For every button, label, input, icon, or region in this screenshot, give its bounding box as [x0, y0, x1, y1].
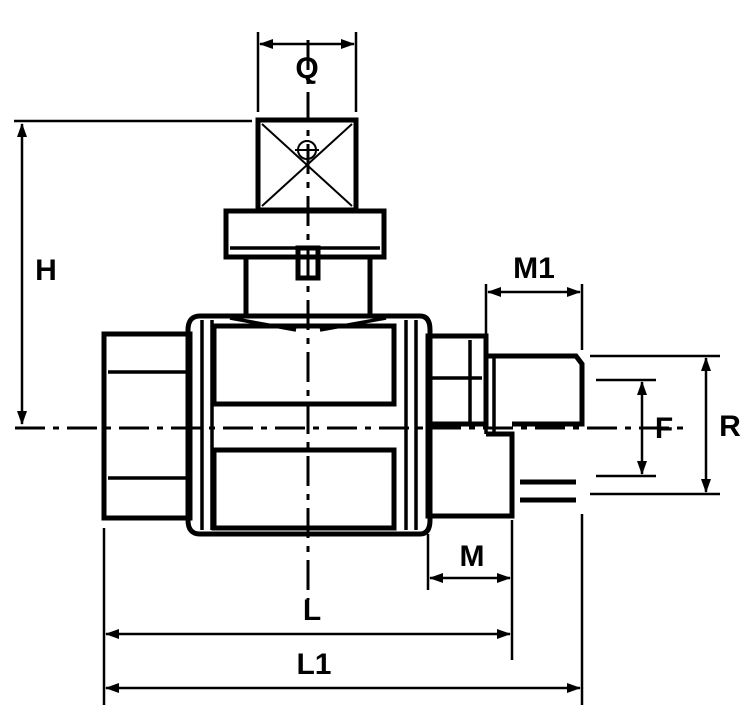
label-r: R	[719, 410, 741, 443]
valve-body	[185, 313, 433, 537]
dimension-q: Q	[256, 32, 358, 112]
dimension-l: L	[102, 528, 511, 705]
dimension-f: F	[596, 378, 673, 478]
stem-square	[255, 117, 359, 213]
dimension-l1: L1	[105, 514, 584, 705]
left-end-connection	[101, 331, 193, 521]
label-f: F	[655, 412, 673, 445]
dimension-h: H	[14, 119, 252, 425]
tailpiece	[484, 353, 585, 503]
dimension-m: M	[426, 520, 514, 660]
label-m1: M1	[513, 252, 555, 285]
label-m: M	[460, 540, 485, 573]
centerlines	[15, 40, 690, 600]
label-l: L	[303, 594, 321, 627]
union-nut	[425, 333, 515, 519]
label-q: Q	[295, 52, 318, 85]
gland-nut	[223, 208, 387, 281]
label-h: H	[35, 254, 57, 287]
dimension-r: R	[590, 354, 741, 496]
label-l1: L1	[296, 648, 331, 681]
dimension-m1: M1	[484, 252, 584, 350]
